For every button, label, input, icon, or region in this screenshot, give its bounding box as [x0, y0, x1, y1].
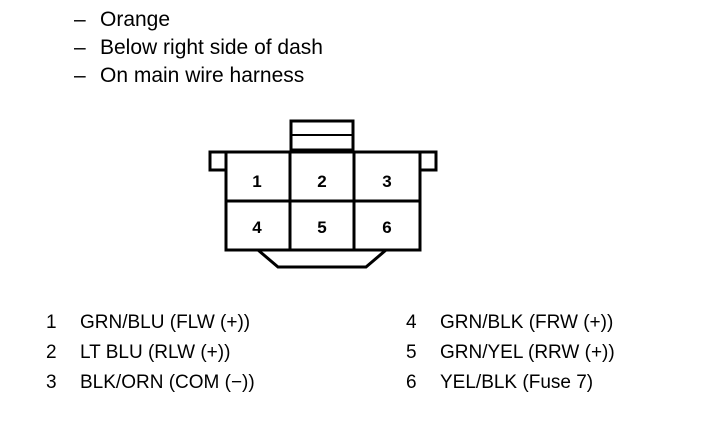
pinout-pin: 1	[46, 312, 57, 333]
pinout-desc: GRN/BLU (FLW (+))	[80, 312, 251, 333]
pin-label-4: 4	[252, 218, 262, 237]
pinout-row: 5 GRN/YEL (RRW (+))	[392, 338, 615, 368]
pinout-pin: 5	[406, 342, 417, 363]
note-dash: –	[74, 64, 86, 87]
pinout-desc: GRN/BLK (FRW (+))	[440, 312, 614, 333]
pinout-list-left: 1 GRN/BLU (FLW (+)) 2 LT BLU (RLW (+)) 3 BL…	[32, 308, 255, 398]
pinout-pin: 2	[46, 342, 57, 363]
note-dash: –	[74, 8, 86, 31]
pinout-desc: BLK/ORN (COM (−))	[80, 372, 255, 393]
note-location: –Below right side of dash	[74, 34, 323, 62]
pinout-pin: 6	[406, 372, 417, 393]
note-harness: –On main wire harness	[74, 62, 323, 90]
pinout-list-right: 4 GRN/BLK (FRW (+)) 5 GRN/YEL (RRW (+)) 6 Y…	[392, 308, 615, 398]
location-notes: –Orange –Below right side of dash –On ma…	[74, 6, 323, 90]
pinout-desc: GRN/YEL (RRW (+))	[440, 342, 615, 363]
pinout-pin: 3	[46, 372, 57, 393]
connector-key	[257, 248, 387, 269]
pinout-row: 2 LT BLU (RLW (+))	[32, 338, 255, 368]
pin-label-6: 6	[382, 218, 391, 237]
note-text: On main wire harness	[100, 64, 305, 87]
note-text: Below right side of dash	[100, 36, 323, 59]
note-text: Orange	[100, 8, 171, 31]
pinout-row: 3 BLK/ORN (COM (−))	[32, 368, 255, 398]
pin-label-2: 2	[317, 172, 326, 191]
pinout-pin: 4	[406, 312, 417, 333]
pin-label-5: 5	[317, 218, 326, 237]
note-dash: –	[74, 36, 86, 59]
pinout-desc: LT BLU (RLW (+))	[80, 342, 231, 363]
pin-label-1: 1	[252, 172, 261, 191]
pinout-desc: YEL/BLK (Fuse 7)	[440, 372, 594, 393]
pin-label-3: 3	[382, 172, 391, 191]
pinout-row: 6 YEL/BLK (Fuse 7)	[392, 368, 615, 398]
pinout-row: 1 GRN/BLU (FLW (+))	[32, 308, 255, 338]
note-color: –Orange	[74, 6, 323, 34]
pinout-row: 4 GRN/BLK (FRW (+))	[392, 308, 615, 338]
connector-diagram: 1 2 3 4 5 6	[208, 119, 438, 269]
